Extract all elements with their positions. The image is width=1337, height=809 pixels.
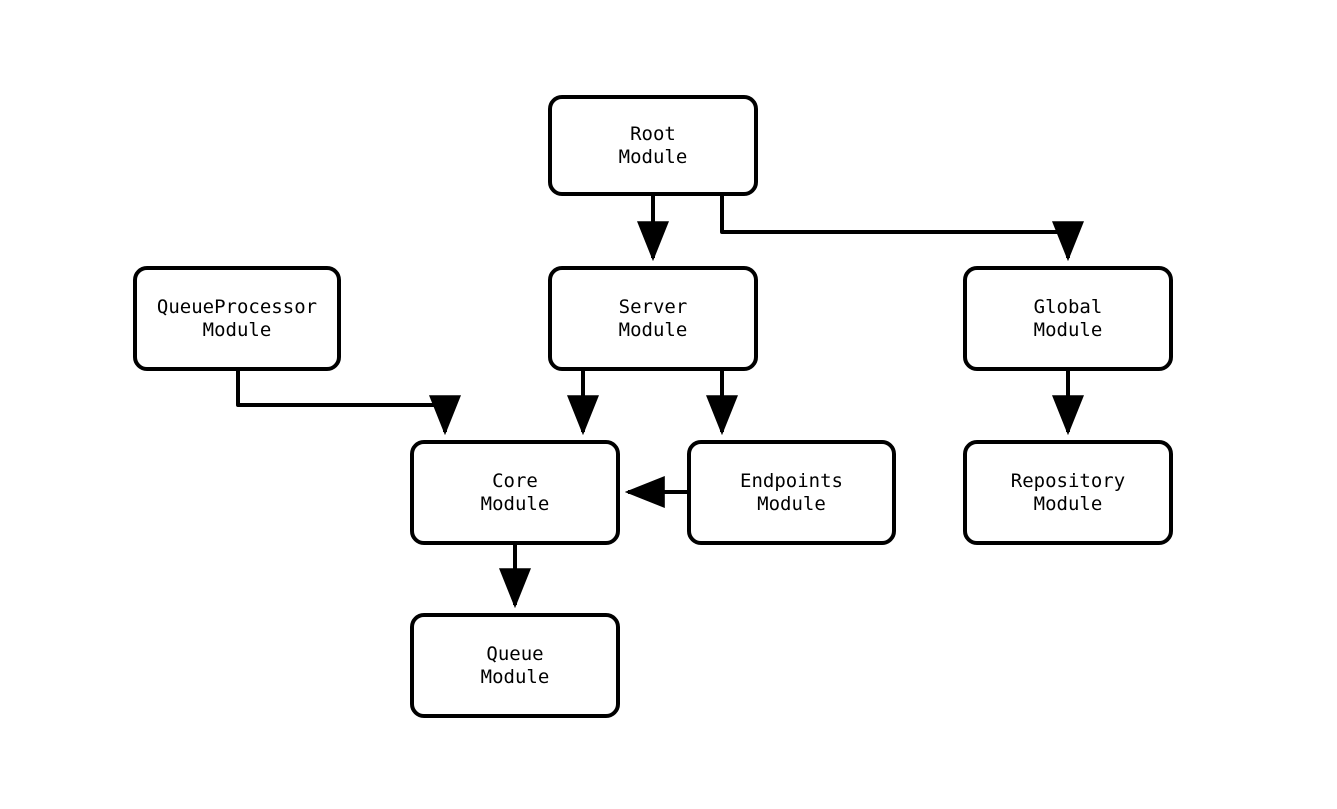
node-root-module-line1: Root (630, 122, 676, 145)
node-root-module[interactable]: Root Module (548, 95, 758, 196)
node-global-module-line1: Global (1033, 295, 1103, 318)
node-core-module[interactable]: Core Module (410, 440, 620, 545)
node-server-module[interactable]: Server Module (548, 266, 758, 371)
node-repository-module-line1: Repository (1010, 469, 1126, 492)
node-queue-module-line2: Module (480, 665, 550, 688)
node-endpoints-module[interactable]: Endpoints Module (687, 440, 896, 545)
node-queue-module-line1: Queue (486, 642, 544, 665)
node-queueprocessor-module[interactable]: QueueProcessor Module (133, 266, 341, 371)
node-server-module-line2: Module (618, 318, 688, 341)
node-queueprocessor-module-line2: Module (202, 318, 272, 341)
node-server-module-line1: Server (618, 295, 688, 318)
edge-root-to-global (720, 196, 1084, 262)
edge-queueprocessor-to-core (236, 371, 461, 436)
node-repository-module-line2: Module (1033, 492, 1103, 515)
node-global-module[interactable]: Global Module (963, 266, 1173, 371)
node-root-module-line2: Module (618, 145, 688, 168)
node-queueprocessor-module-line1: QueueProcessor (156, 295, 318, 318)
node-endpoints-module-line1: Endpoints (740, 469, 843, 492)
node-core-module-line2: Module (480, 492, 550, 515)
node-core-module-line1: Core (492, 469, 538, 492)
node-queue-module[interactable]: Queue Module (410, 613, 620, 718)
node-repository-module[interactable]: Repository Module (963, 440, 1173, 545)
node-endpoints-module-line2: Module (757, 492, 826, 515)
node-global-module-line2: Module (1033, 318, 1103, 341)
